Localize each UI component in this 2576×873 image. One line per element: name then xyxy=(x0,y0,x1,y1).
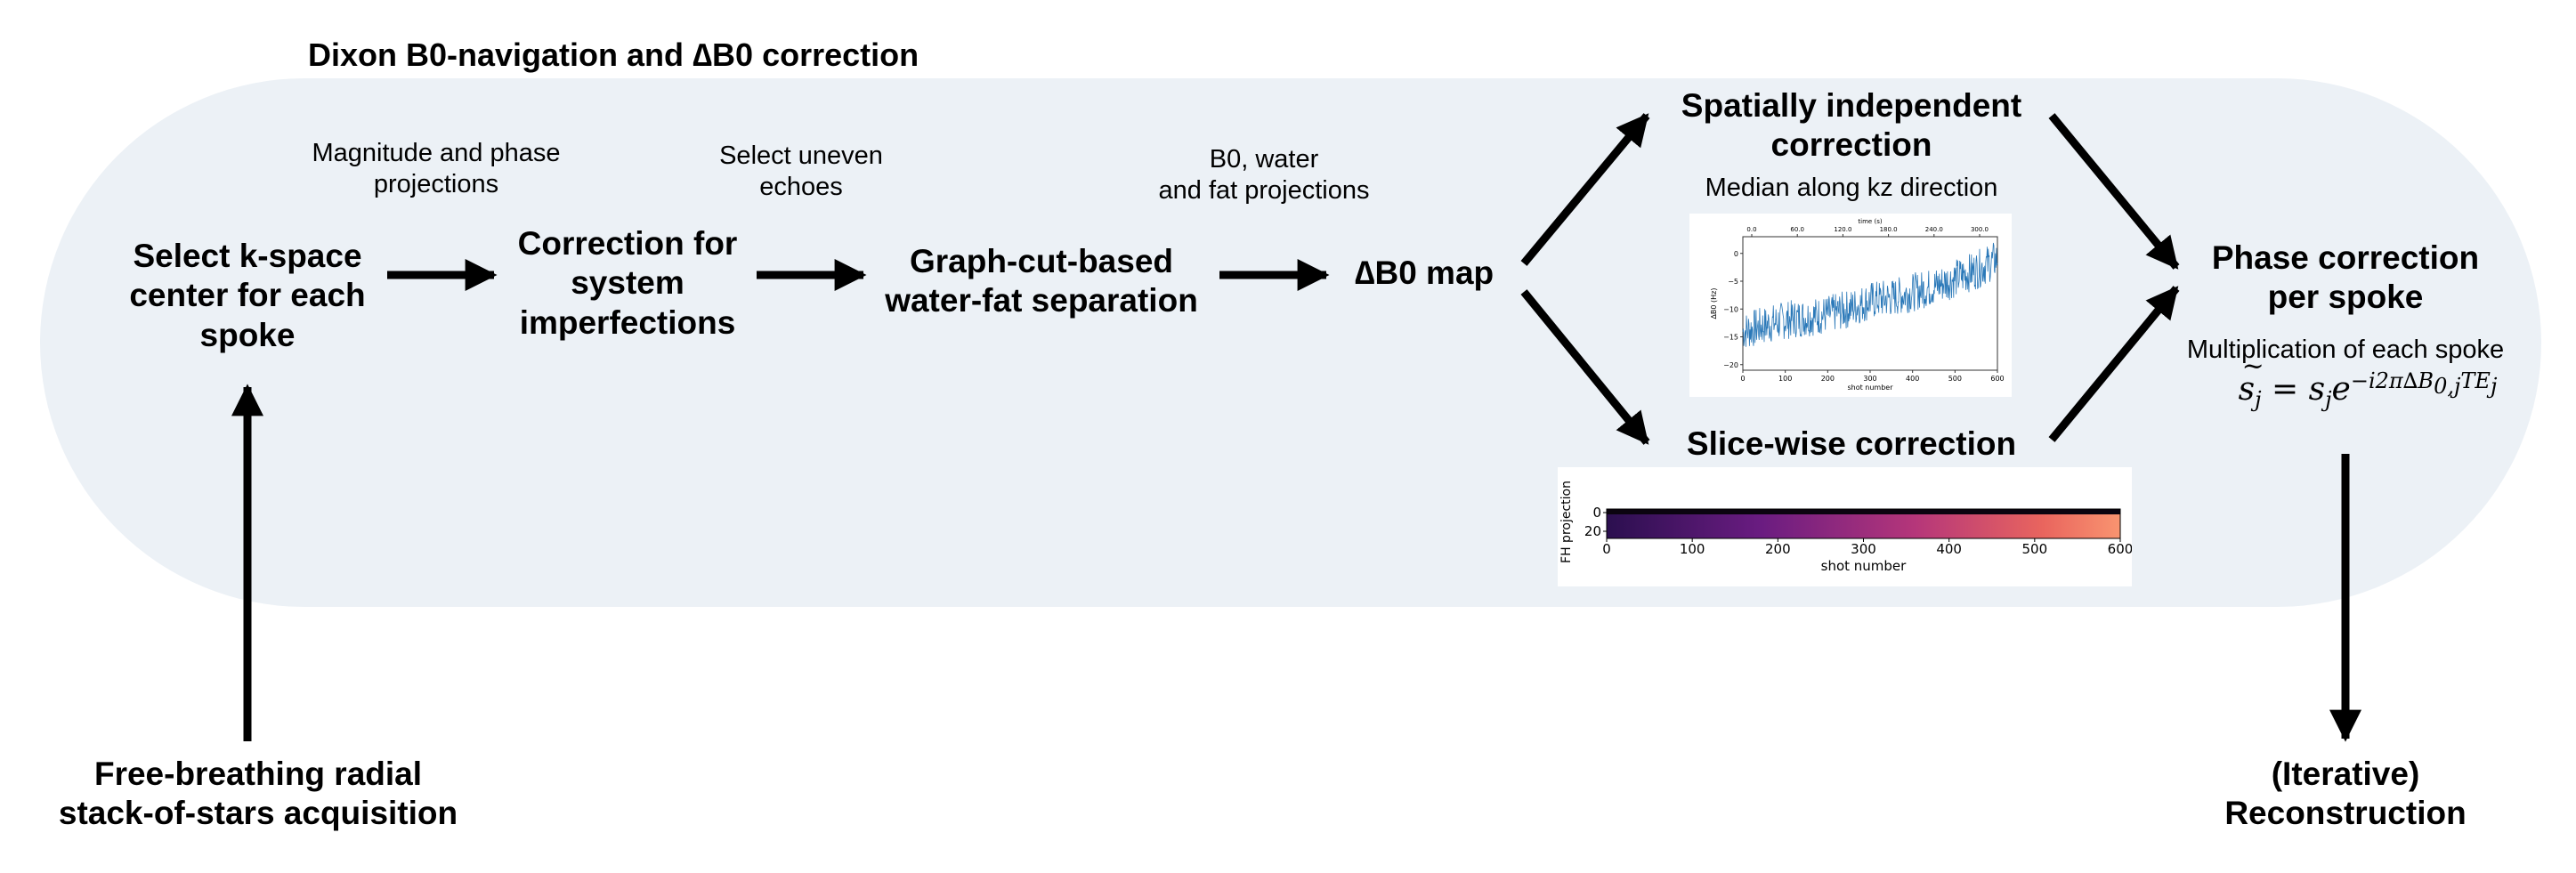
label-b0water-line2: and fat projections xyxy=(1158,175,1370,205)
top-tick-label: 300.0 xyxy=(1971,226,1989,233)
eq-lhs: s xyxy=(2238,371,2256,408)
panel-line-plot: 0 100 200 300 400 500 600 shot number 0.0 60.0 120… xyxy=(1689,214,2012,397)
eq-base: e xyxy=(2331,371,2351,408)
heat-x-tick-label: 400 xyxy=(1936,541,1962,557)
arrow-db0-to-slicewise xyxy=(1520,289,1650,445)
node-graph-cut: Graph-cut-based water-fat separation xyxy=(872,242,1211,321)
label-uneven-echoes: Select uneven echoes xyxy=(694,141,908,203)
line-chart-xlabel: shot number xyxy=(1847,384,1893,392)
top-tick-label: 120.0 xyxy=(1834,226,1851,233)
heat-x-tick-label: 500 xyxy=(2022,541,2048,557)
top-tick-label: 0.0 xyxy=(1746,226,1756,233)
label-magnitude-phase: Magnitude and phase projections xyxy=(298,138,574,200)
x-tick-label: 300 xyxy=(1863,375,1876,383)
node-phase-line2: per spoke xyxy=(2267,279,2424,316)
node-select-kspace-line2: center for each xyxy=(129,277,366,314)
x-tick-label: 400 xyxy=(1906,375,1919,383)
node-slicewise-correction: Slice-wise correction xyxy=(1686,425,2017,462)
top-tick-label: 240.0 xyxy=(1925,226,1943,233)
arrow-spatial-to-phase xyxy=(2048,113,2180,270)
node-acquisition: Free-breathing radial stack-of-stars acq… xyxy=(36,755,481,834)
x-tick-label: 200 xyxy=(1821,375,1835,383)
label-uneven-line1: Select uneven xyxy=(719,141,883,170)
node-reconstruction: (Iterative) Reconstruction xyxy=(2190,755,2501,834)
node-acquisition-line1: Free-breathing radial xyxy=(93,756,423,792)
heatmap-xlabel: shot number xyxy=(1821,558,1908,574)
top-tick-label: 60.0 xyxy=(1790,226,1804,233)
heatmap-ylabel: FH projection xyxy=(1559,481,1574,563)
label-magnitude-line1: Magnitude and phase xyxy=(312,139,561,167)
heat-x-tick-label: 100 xyxy=(1680,541,1705,557)
line-chart-ylabel: ∆B0 (Hz) xyxy=(1710,288,1718,320)
equation-phase-correction: sj = sje−i2π∆B0,jTEj xyxy=(2190,351,2546,413)
eq-lhs-sub: j xyxy=(2255,387,2262,413)
x-tick-label: 600 xyxy=(1990,375,2004,383)
heat-y-tick-label: 20 xyxy=(1584,523,1601,539)
node-correction-line3: imperfections xyxy=(519,303,736,341)
label-median-kz: Median along kz direction xyxy=(1705,174,1998,202)
y-tick-label: 0 xyxy=(1734,250,1738,258)
eq-exp-prefix: −i2π∆B xyxy=(2350,368,2434,393)
eq-rhs: s xyxy=(2308,371,2326,408)
heat-x-tick-label: 0 xyxy=(1602,541,1611,557)
heat-x-tick-label: 600 xyxy=(2108,541,2132,557)
node-select-kspace-line3: spoke xyxy=(199,316,296,353)
arrow-slicewise-to-phase xyxy=(2048,286,2180,442)
eq-rhs-sub: j xyxy=(2325,387,2332,413)
y-tick-label: −20 xyxy=(1723,361,1738,369)
heatmap-top-band xyxy=(1607,509,2120,514)
heat-x-tick-label: 300 xyxy=(1851,541,1876,557)
node-select-kspace: Select k-space center for each spoke xyxy=(114,237,381,355)
node-acquisition-line2: stack-of-stars acquisition xyxy=(58,795,458,832)
line-chart: 0 100 200 300 400 500 600 shot number 0.0 60.0 120… xyxy=(1710,218,2005,392)
label-b0water-line1: B0, water xyxy=(1209,145,1319,174)
node-select-kspace-line1: Select k-space xyxy=(133,238,362,274)
y-tick-label: −10 xyxy=(1723,305,1738,313)
line-chart-series xyxy=(1742,242,1998,347)
node-graph-cut-line1: Graph-cut-based xyxy=(909,243,1174,279)
label-b0-water-fat: B0, water and fat projections xyxy=(1148,144,1380,206)
x-tick-label: 0 xyxy=(1740,375,1745,383)
node-reconstruction-line1: (Iterative) xyxy=(2271,756,2420,792)
x-tick-label: 500 xyxy=(1948,375,1962,383)
node-spatial-line2: correction xyxy=(1770,126,1932,164)
label-magnitude-line2: projections xyxy=(373,169,499,198)
heat-x-tick-label: 200 xyxy=(1765,541,1791,557)
y-tick-label: −5 xyxy=(1728,278,1738,286)
diagram-title: Dixon B0-navigation and ∆B0 correction xyxy=(308,36,919,73)
label-multiplication: Multiplication of each spoke xyxy=(2186,335,2505,364)
heat-y-tick-label: 0 xyxy=(1592,505,1601,521)
line-chart-top-label: time (s) xyxy=(1858,218,1882,225)
node-spatial-correction: Spatially independent correction xyxy=(1656,86,2047,166)
y-tick-label: −15 xyxy=(1723,334,1738,342)
node-graph-cut-line2: water-fat separation xyxy=(885,282,1198,319)
node-correction-line1: Correction for xyxy=(517,225,738,262)
node-phase-correction: Phase correction per spoke xyxy=(2172,238,2519,318)
eq-exp-suffix-sub: j xyxy=(2490,373,2498,399)
arrow-db0-to-spatial xyxy=(1520,113,1650,266)
x-tick-label: 100 xyxy=(1778,375,1792,383)
label-uneven-line2: echoes xyxy=(759,172,843,201)
node-correction-line2: system xyxy=(571,264,685,302)
node-correction-system: Correction for system imperfections xyxy=(498,224,757,343)
eq-equals: = xyxy=(2271,371,2299,408)
eq-exp-suffix: TE xyxy=(2460,368,2491,393)
eq-exp-sub: 0,j xyxy=(2434,373,2461,399)
node-db0-map: ∆B0 map xyxy=(1354,255,1495,291)
top-tick-label: 180.0 xyxy=(1880,226,1898,233)
node-spatial-line1: Spatially independent xyxy=(1681,87,2022,124)
node-phase-line1: Phase correction xyxy=(2211,239,2480,276)
node-reconstruction-line2: Reconstruction xyxy=(2224,795,2467,832)
